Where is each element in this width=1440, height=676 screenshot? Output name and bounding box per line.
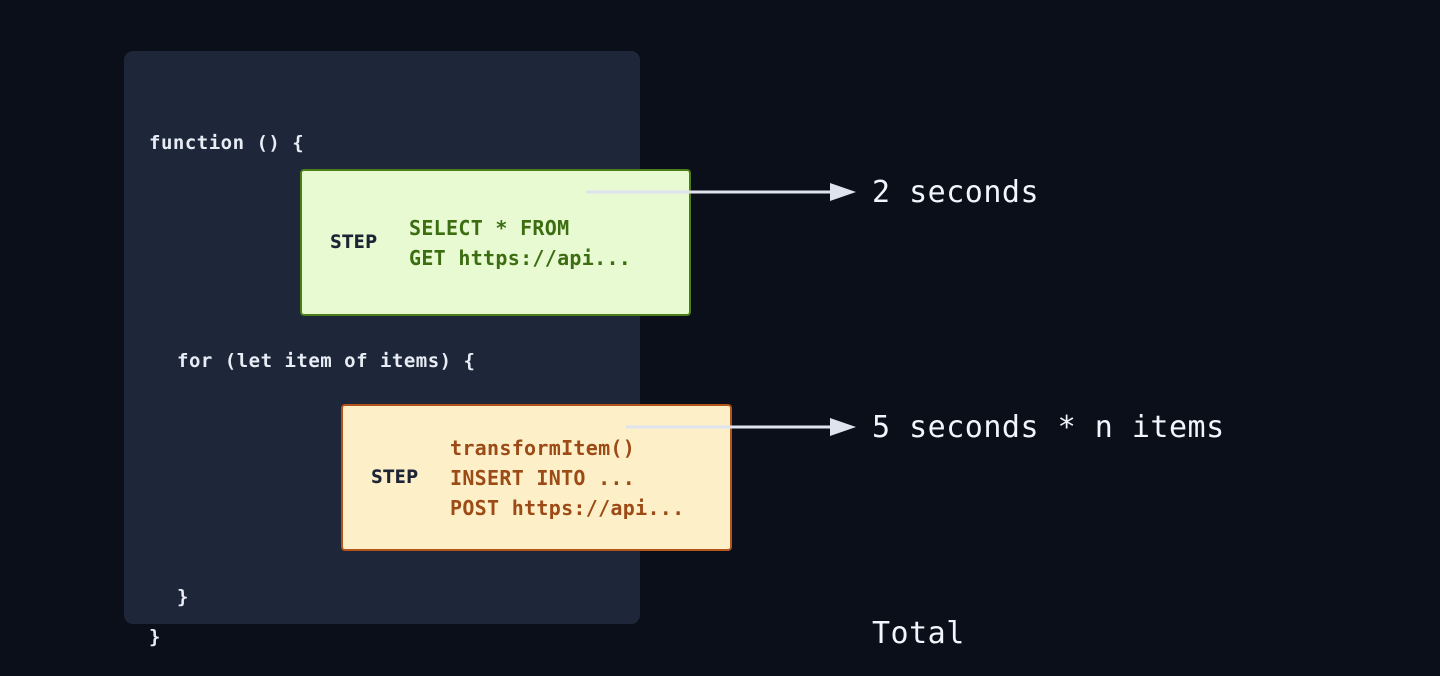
total-heading: Total bbox=[872, 616, 965, 651]
code-panel: function () { STEP SELECT * FROM GET htt… bbox=[124, 51, 732, 648]
step-code-amber: transformItem() INSERT INTO ... POST htt… bbox=[450, 435, 685, 520]
step-code-green: SELECT * FROM GET https://api... bbox=[409, 215, 632, 270]
annotation-step-green-duration: 2 seconds bbox=[872, 175, 1040, 210]
arrow-right-icon bbox=[586, 181, 856, 203]
step-tag-label: STEP bbox=[330, 230, 378, 253]
arrow-right-icon bbox=[626, 416, 856, 438]
code-line-function-open: function () { bbox=[149, 132, 305, 154]
code-line-function-close: } bbox=[149, 626, 161, 648]
code-line-for-open: for (let item of items) { bbox=[177, 350, 476, 372]
total-block: Total 100 items = 502 seconds bbox=[872, 534, 1299, 676]
annotation-step-amber-duration: 5 seconds * n items bbox=[872, 410, 1225, 445]
step-tag-label: STEP bbox=[371, 465, 419, 488]
code-line-for-close: } bbox=[177, 586, 189, 608]
